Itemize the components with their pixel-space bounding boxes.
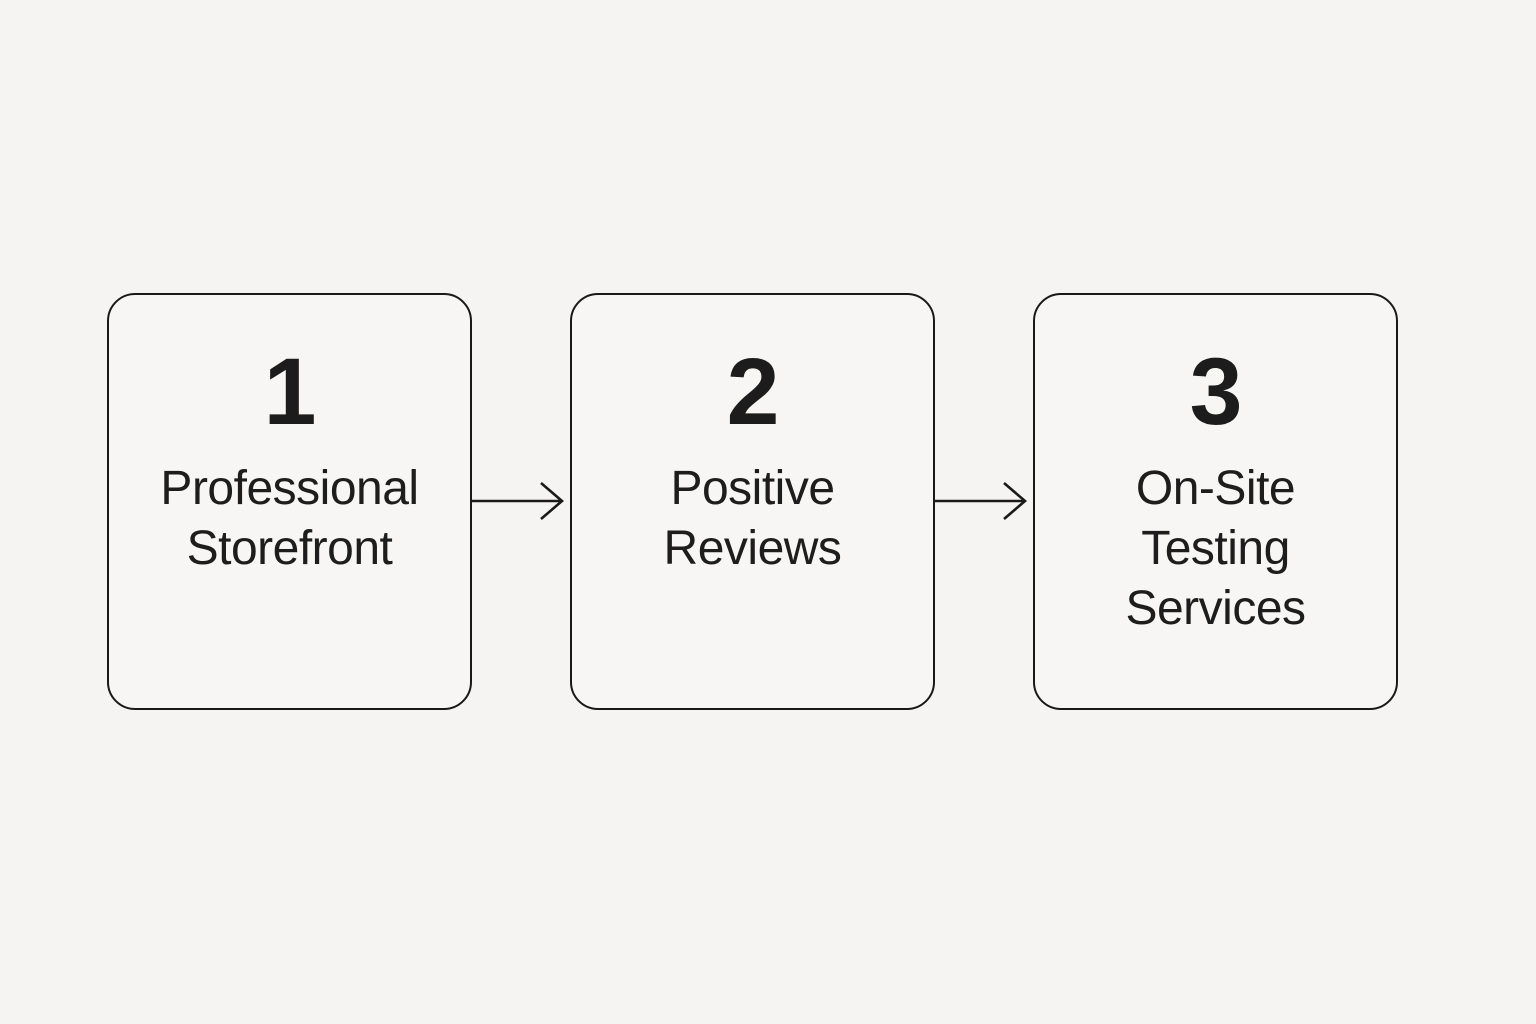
step-label-positive-reviews: Positive Reviews [572, 459, 933, 579]
arrow-right-icon [935, 482, 1027, 520]
step-label-line: Storefront [186, 521, 393, 575]
step-box-on-site-testing-services: 3 On-Site Testing Services [1033, 293, 1398, 710]
step-number-3: 3 [1189, 339, 1243, 445]
step-number-1: 1 [263, 339, 317, 445]
step-label-line: Testing [1141, 521, 1290, 575]
step-label-line: Professional [160, 461, 419, 515]
step-box-professional-storefront: 1 Professional Storefront [107, 293, 472, 710]
step-label-line: Positive [670, 461, 835, 515]
step-label-on-site-testing-services: On-Site Testing Services [1035, 459, 1396, 639]
arrow-right-icon [472, 482, 564, 520]
step-label-line: Reviews [663, 521, 842, 575]
step-number-2: 2 [726, 339, 780, 445]
step-label-line: On-Site [1135, 461, 1296, 515]
step-label-line: Services [1125, 581, 1306, 635]
step-label-professional-storefront: Professional Storefront [109, 459, 470, 579]
step-box-positive-reviews: 2 Positive Reviews [570, 293, 935, 710]
